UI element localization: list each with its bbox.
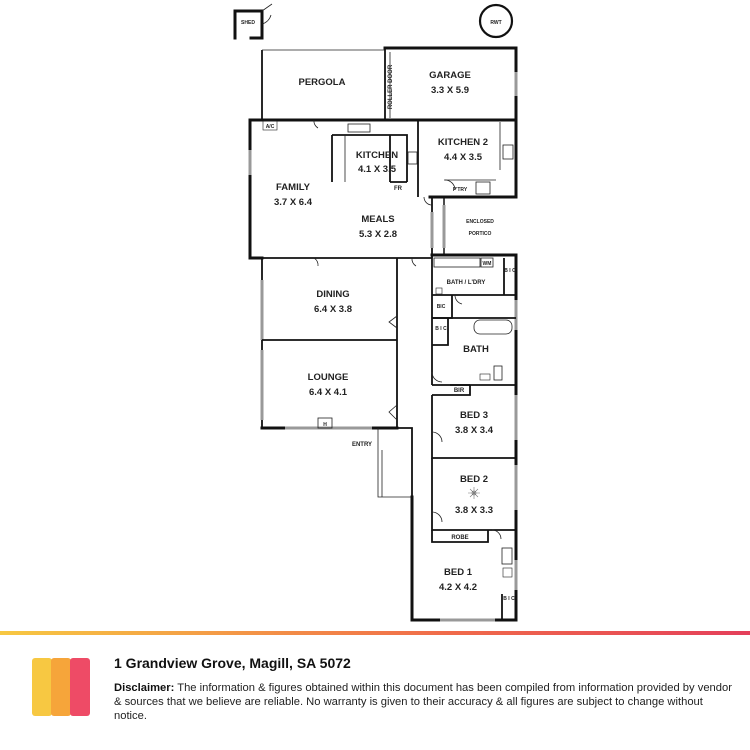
kitchen-dims: 4.1 X 3.5 [358, 164, 397, 175]
bir-label: BIR [454, 388, 465, 394]
shed: SHED [233, 3, 273, 40]
roller-door-label: ROLLER DOOR [388, 64, 394, 109]
heater-label: H [323, 422, 327, 428]
logo-bar-2 [51, 658, 71, 716]
family-name: FAMILY [276, 182, 311, 193]
disclaimer: Disclaimer: The information & figures ob… [114, 681, 734, 723]
accent-stripe [0, 631, 750, 635]
meals-dims: 5.3 X 2.8 [359, 229, 397, 240]
rainwater-tank: RWT [478, 3, 514, 39]
kitchen: FR KITCHEN 4.1 X 3.5 [331, 123, 418, 192]
portico-line2: PORTICO [469, 231, 492, 237]
bed3-dims: 3.8 X 3.4 [455, 425, 494, 436]
bed-1: ROBE BED 1 4.2 X 4.2 B I C [431, 529, 515, 620]
bed1-dims: 4.2 X 4.2 [439, 582, 477, 593]
pergola-label: PERGOLA [299, 77, 346, 88]
dining-name: DINING [316, 289, 349, 300]
entry: ENTRY [352, 427, 413, 497]
pantry-label: P'TRY [453, 187, 468, 193]
bic-c-label: B I C [435, 326, 447, 332]
meals-name: MEALS [361, 214, 394, 225]
bic-a-label: B I C [504, 268, 516, 274]
kitchen2-name: KITCHEN 2 [438, 137, 488, 148]
shed-label: SHED [241, 20, 255, 26]
floor-plan: SHED RWT PERGOLA ROLLER DOOR GARAGE 3.3 … [233, 3, 518, 622]
ac-label: A/C [266, 124, 275, 130]
kitchen2-dims: 4.4 X 3.5 [444, 152, 483, 163]
kitchen-name: KITCHEN [356, 150, 398, 161]
pergola-garage-block: PERGOLA ROLLER DOOR GARAGE 3.3 X 5.9 [261, 46, 518, 122]
family-meals: A/C FAMILY 3.7 X 6.4 MEALS 5.3 X 2.8 [262, 119, 434, 267]
garage-dims: 3.3 X 5.9 [431, 85, 469, 96]
bic-b-label: BIC [437, 304, 446, 310]
lounge-name: LOUNGE [308, 372, 349, 383]
bed-3: BED 3 3.8 X 3.4 [431, 395, 516, 459]
family-dims: 3.7 X 6.4 [274, 197, 313, 208]
enclosed-portico: ENCLOSED PORTICO [442, 197, 494, 255]
logo-bar-1 [32, 658, 52, 716]
bath: B I C BATH BIR [431, 317, 516, 396]
bed3-name: BED 3 [460, 410, 488, 421]
rwt-label: RWT [490, 20, 501, 26]
entry-label: ENTRY [352, 442, 372, 448]
dining: DINING 6.4 X 3.8 [262, 289, 398, 341]
brand-logo [32, 658, 90, 716]
disclaimer-text: The information & figures obtained withi… [114, 682, 732, 722]
portico-line1: ENCLOSED [466, 219, 494, 225]
dining-dims: 6.4 X 3.8 [314, 304, 352, 315]
property-address: 1 Grandview Grove, Magill, SA 5072 [114, 655, 351, 671]
bed2-dims: 3.8 X 3.3 [455, 505, 493, 516]
fridge-label: FR [394, 186, 403, 192]
bath-name: BATH [463, 344, 489, 355]
bed2-name: BED 2 [460, 474, 488, 485]
outer-walls [248, 118, 518, 622]
bic-d-label: B I C [503, 596, 515, 602]
wm-label: WM [483, 261, 492, 267]
bed1-name: BED 1 [444, 567, 473, 578]
bath-ldry-label: BATH / L'DRY [447, 280, 486, 286]
garage-name: GARAGE [429, 70, 471, 81]
bed-2: BED 2 3.8 X 3.3 [431, 458, 516, 531]
kitchen-2: KITCHEN 2 4.4 X 3.5 P'TRY [417, 120, 514, 197]
robe-label: ROBE [451, 535, 468, 541]
lounge-dims: 6.4 X 4.1 [309, 387, 348, 398]
ceiling-fan-icon [468, 487, 480, 499]
lounge: LOUNGE 6.4 X 4.1 H [308, 372, 398, 429]
logo-bar-3 [70, 658, 90, 716]
disclaimer-label: Disclaimer: [114, 682, 175, 694]
